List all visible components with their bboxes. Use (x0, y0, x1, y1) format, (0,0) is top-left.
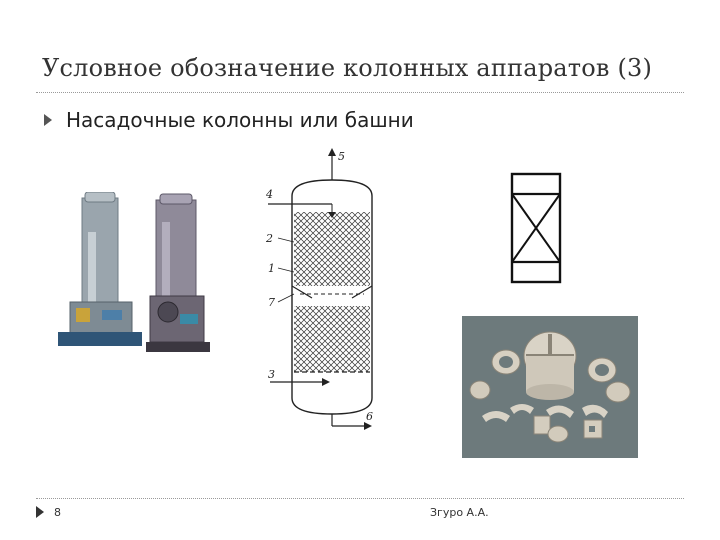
column-schematic: 5 4 2 1 7 3 6 (265, 148, 373, 430)
packing-rings-photo (462, 316, 638, 458)
label-2: 2 (265, 232, 273, 245)
footer-divider (36, 498, 684, 499)
label-5: 5 (338, 150, 345, 163)
bullet-text: Насадочные колонны или башни (66, 108, 414, 132)
bullet-item: Насадочные колонны или башни (44, 108, 414, 132)
label-4: 4 (265, 188, 273, 201)
page-number: 8 (54, 506, 61, 519)
slide-title: Условное обозначение колонных аппаратов … (42, 54, 653, 82)
packed-columns-photo (58, 192, 210, 352)
column-symbol (510, 172, 562, 284)
author: Згуро А.А. (430, 506, 489, 519)
label-3: 3 (268, 368, 275, 381)
bullet-arrow-icon (44, 114, 52, 126)
footer-arrow-icon (36, 506, 44, 518)
label-6: 6 (366, 410, 373, 423)
title-divider (36, 92, 684, 93)
label-1: 1 (268, 262, 275, 275)
label-7: 7 (268, 296, 275, 309)
